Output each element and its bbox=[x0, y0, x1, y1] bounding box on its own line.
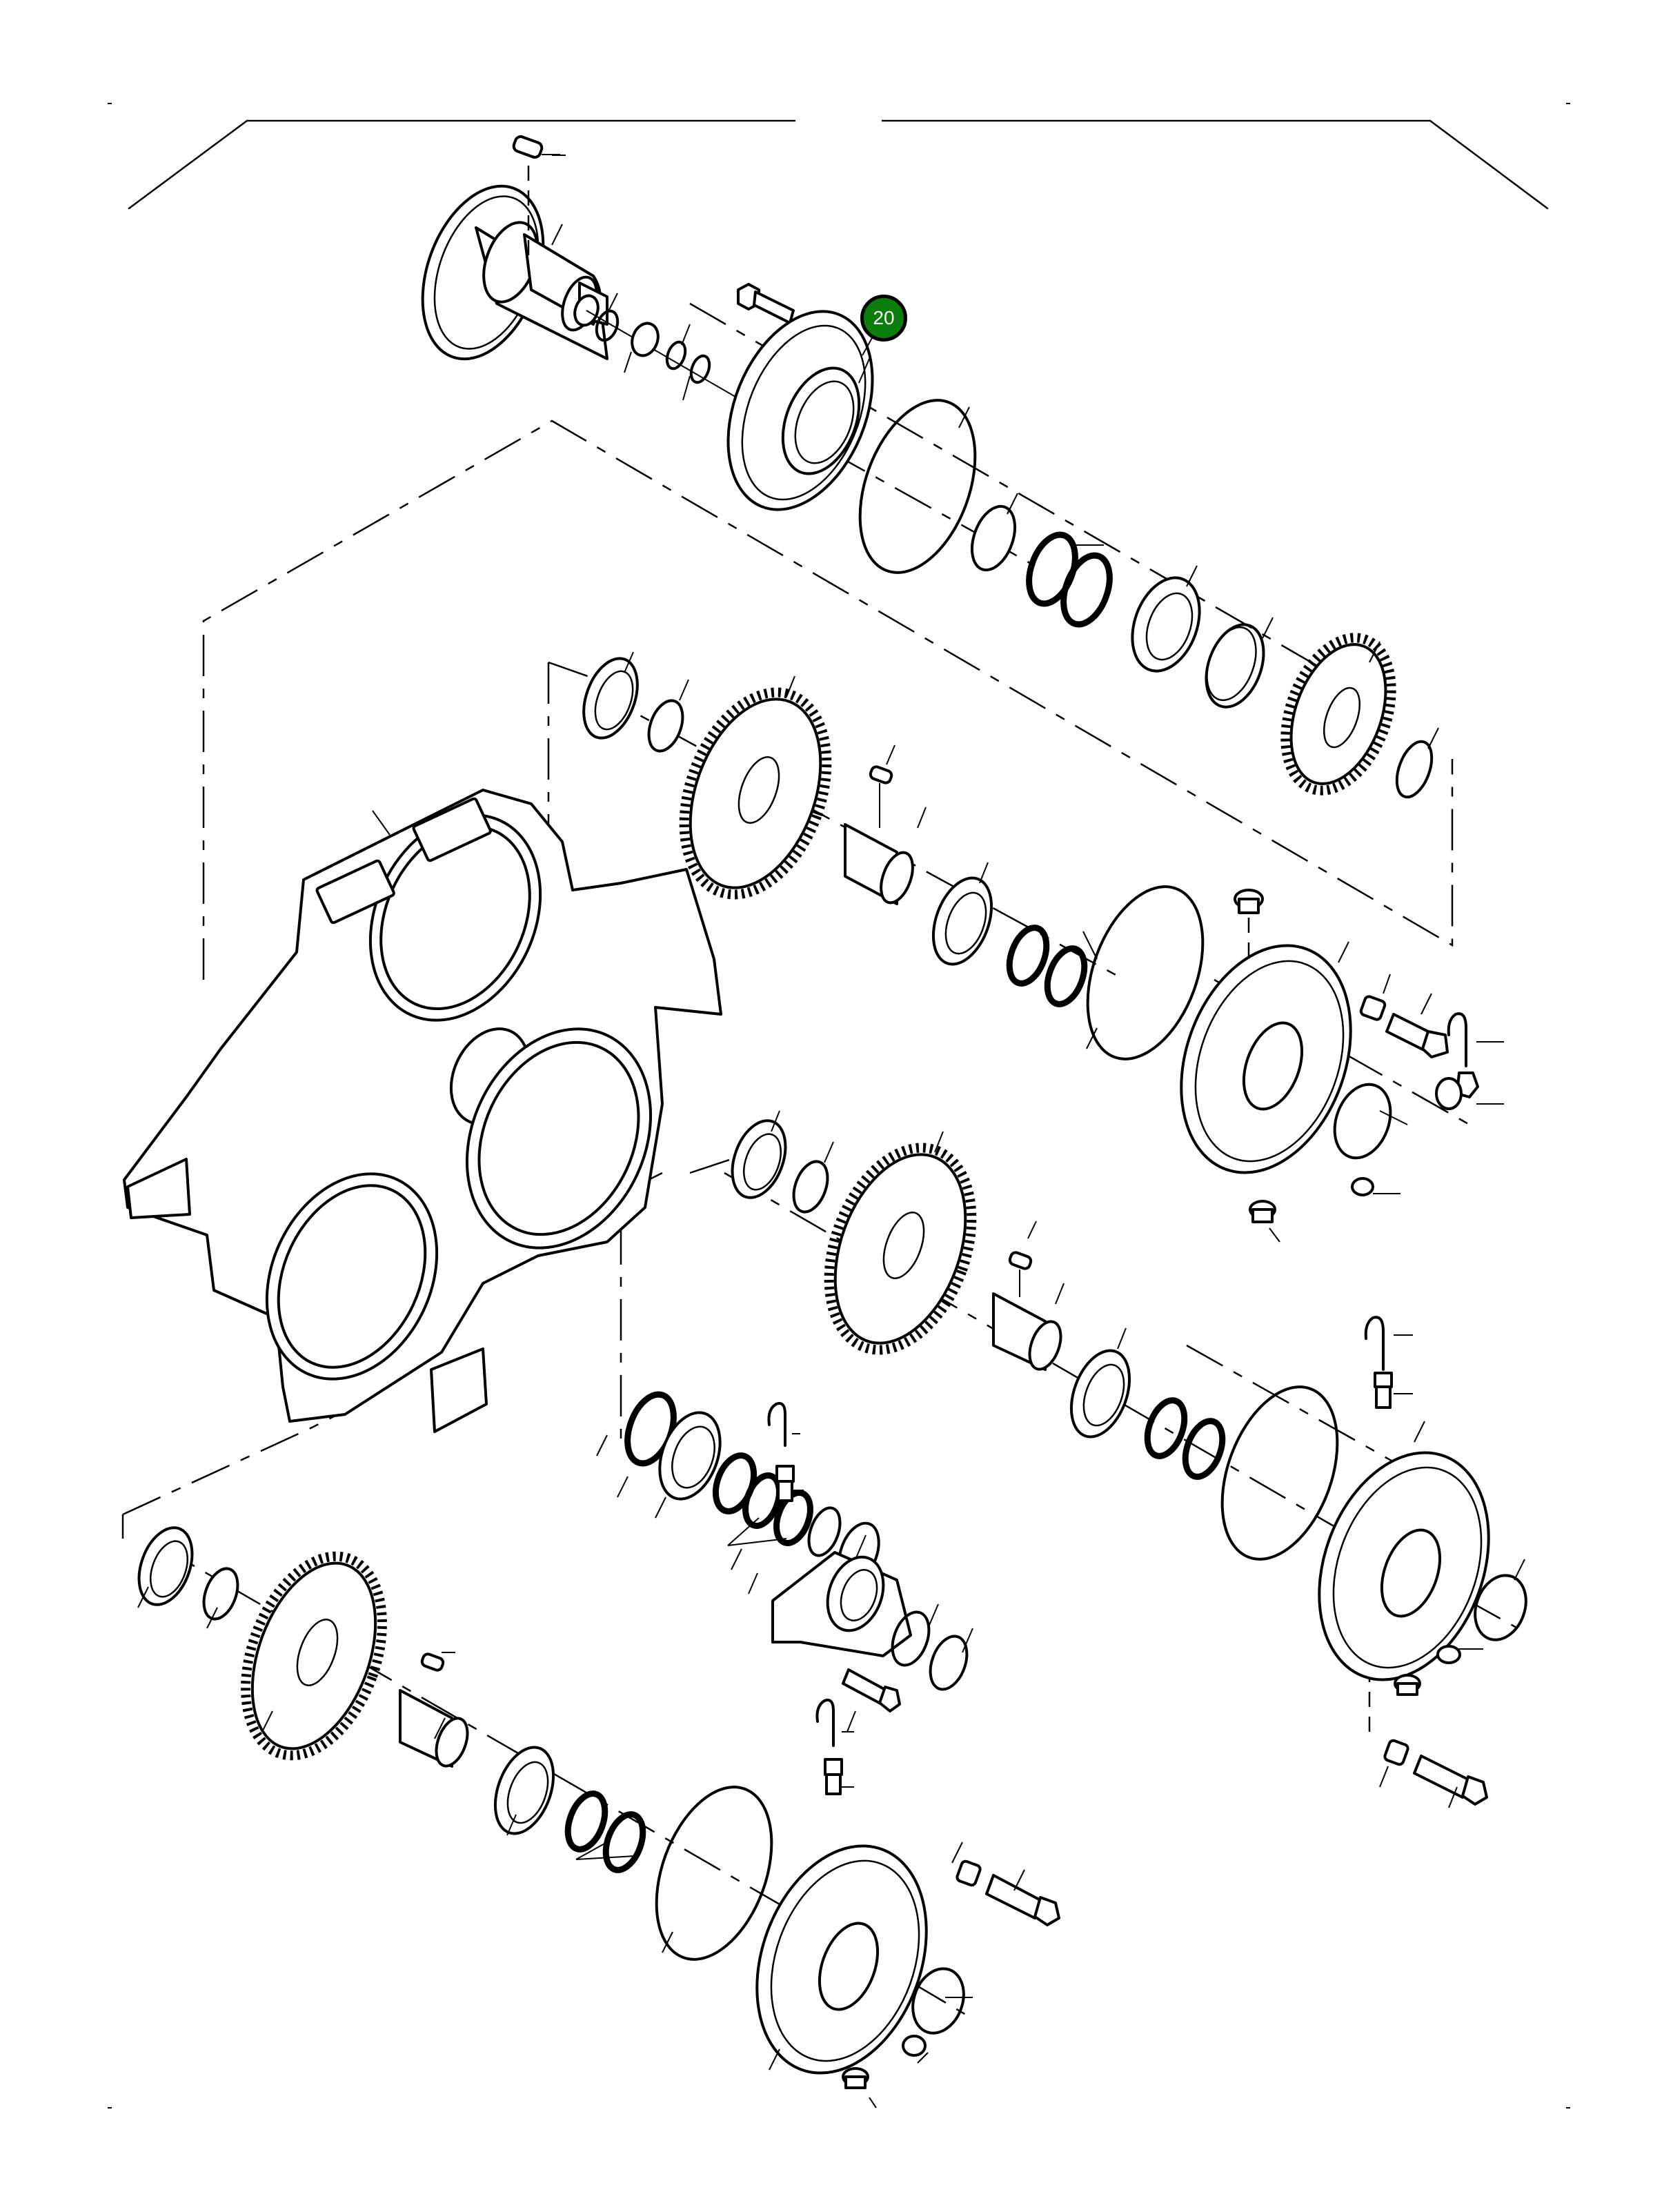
cover-bottom bbox=[755, 1844, 928, 2075]
leader-lines bbox=[137, 155, 1525, 2109]
gear-lower-left bbox=[241, 1551, 387, 1761]
bolt-lower-right bbox=[1383, 1739, 1488, 1806]
retaining-rings-top bbox=[595, 309, 711, 384]
gear-upper-intermediate bbox=[679, 687, 832, 900]
key-upper bbox=[869, 765, 893, 828]
middle-shaft-bearing bbox=[731, 1119, 829, 1214]
upper-intermediate-bearing bbox=[582, 657, 684, 753]
hook-fitting-middle bbox=[767, 1402, 804, 1502]
gearbox-housing bbox=[123, 789, 722, 1433]
corner-tick-top-right bbox=[1566, 103, 1570, 104]
bearing-middle-right bbox=[1069, 1349, 1226, 1480]
top-shaft-bearing-stack bbox=[970, 504, 1265, 709]
gear-top-right bbox=[1280, 633, 1396, 796]
bearing-upper-right bbox=[931, 876, 1088, 1007]
top-border-frame bbox=[128, 119, 1549, 210]
plug-upper-right bbox=[1234, 889, 1264, 914]
sleeve-upper bbox=[844, 823, 914, 905]
o-ring-lower-right bbox=[1220, 1385, 1339, 1561]
fittings-upper-right bbox=[1249, 995, 1479, 1223]
top-bearing-cover bbox=[726, 310, 874, 511]
cap-bottom bbox=[911, 1967, 965, 2035]
key-top bbox=[512, 135, 560, 255]
lower-bearing-stack bbox=[624, 1391, 880, 1583]
plug-lower-right bbox=[1394, 1645, 1461, 1696]
snap-ring-top-right bbox=[1395, 740, 1434, 799]
lower-left-bearing bbox=[137, 1526, 239, 1621]
sleeve-middle bbox=[992, 1292, 1062, 1371]
o-ring-mid-right bbox=[1086, 885, 1205, 1060]
corner-tick-bottom-right bbox=[1566, 2107, 1570, 2109]
bearing-lower-left-right bbox=[493, 1746, 646, 1873]
cover-upper-right bbox=[1180, 944, 1352, 1174]
gear-middle bbox=[824, 1143, 977, 1355]
cover-lower-right bbox=[1318, 1451, 1490, 1681]
key-middle bbox=[1008, 1251, 1033, 1297]
bolt-bottom bbox=[956, 1859, 1060, 1926]
hook-fitting-right bbox=[1364, 1316, 1413, 1409]
input-shaft-flange bbox=[421, 184, 849, 463]
key-lower-left bbox=[420, 1652, 445, 1672]
sleeve-lower-left bbox=[399, 1689, 469, 1768]
o-ring-top-large bbox=[858, 399, 977, 574]
bearing-bracket bbox=[771, 1551, 969, 1712]
callout-badge-20[interactable]: 20 bbox=[860, 295, 907, 342]
callout-leader-20 bbox=[862, 336, 873, 356]
cap-lower-right bbox=[1474, 1574, 1527, 1641]
corner-tick-bottom-left bbox=[108, 2107, 112, 2109]
hook-fitting-bottom bbox=[815, 1699, 854, 1795]
corner-tick-top-left bbox=[108, 103, 112, 104]
o-ring-bottom bbox=[655, 1786, 773, 1961]
bolt-top-cover bbox=[737, 283, 795, 324]
plugs-bottom bbox=[842, 2035, 927, 2089]
